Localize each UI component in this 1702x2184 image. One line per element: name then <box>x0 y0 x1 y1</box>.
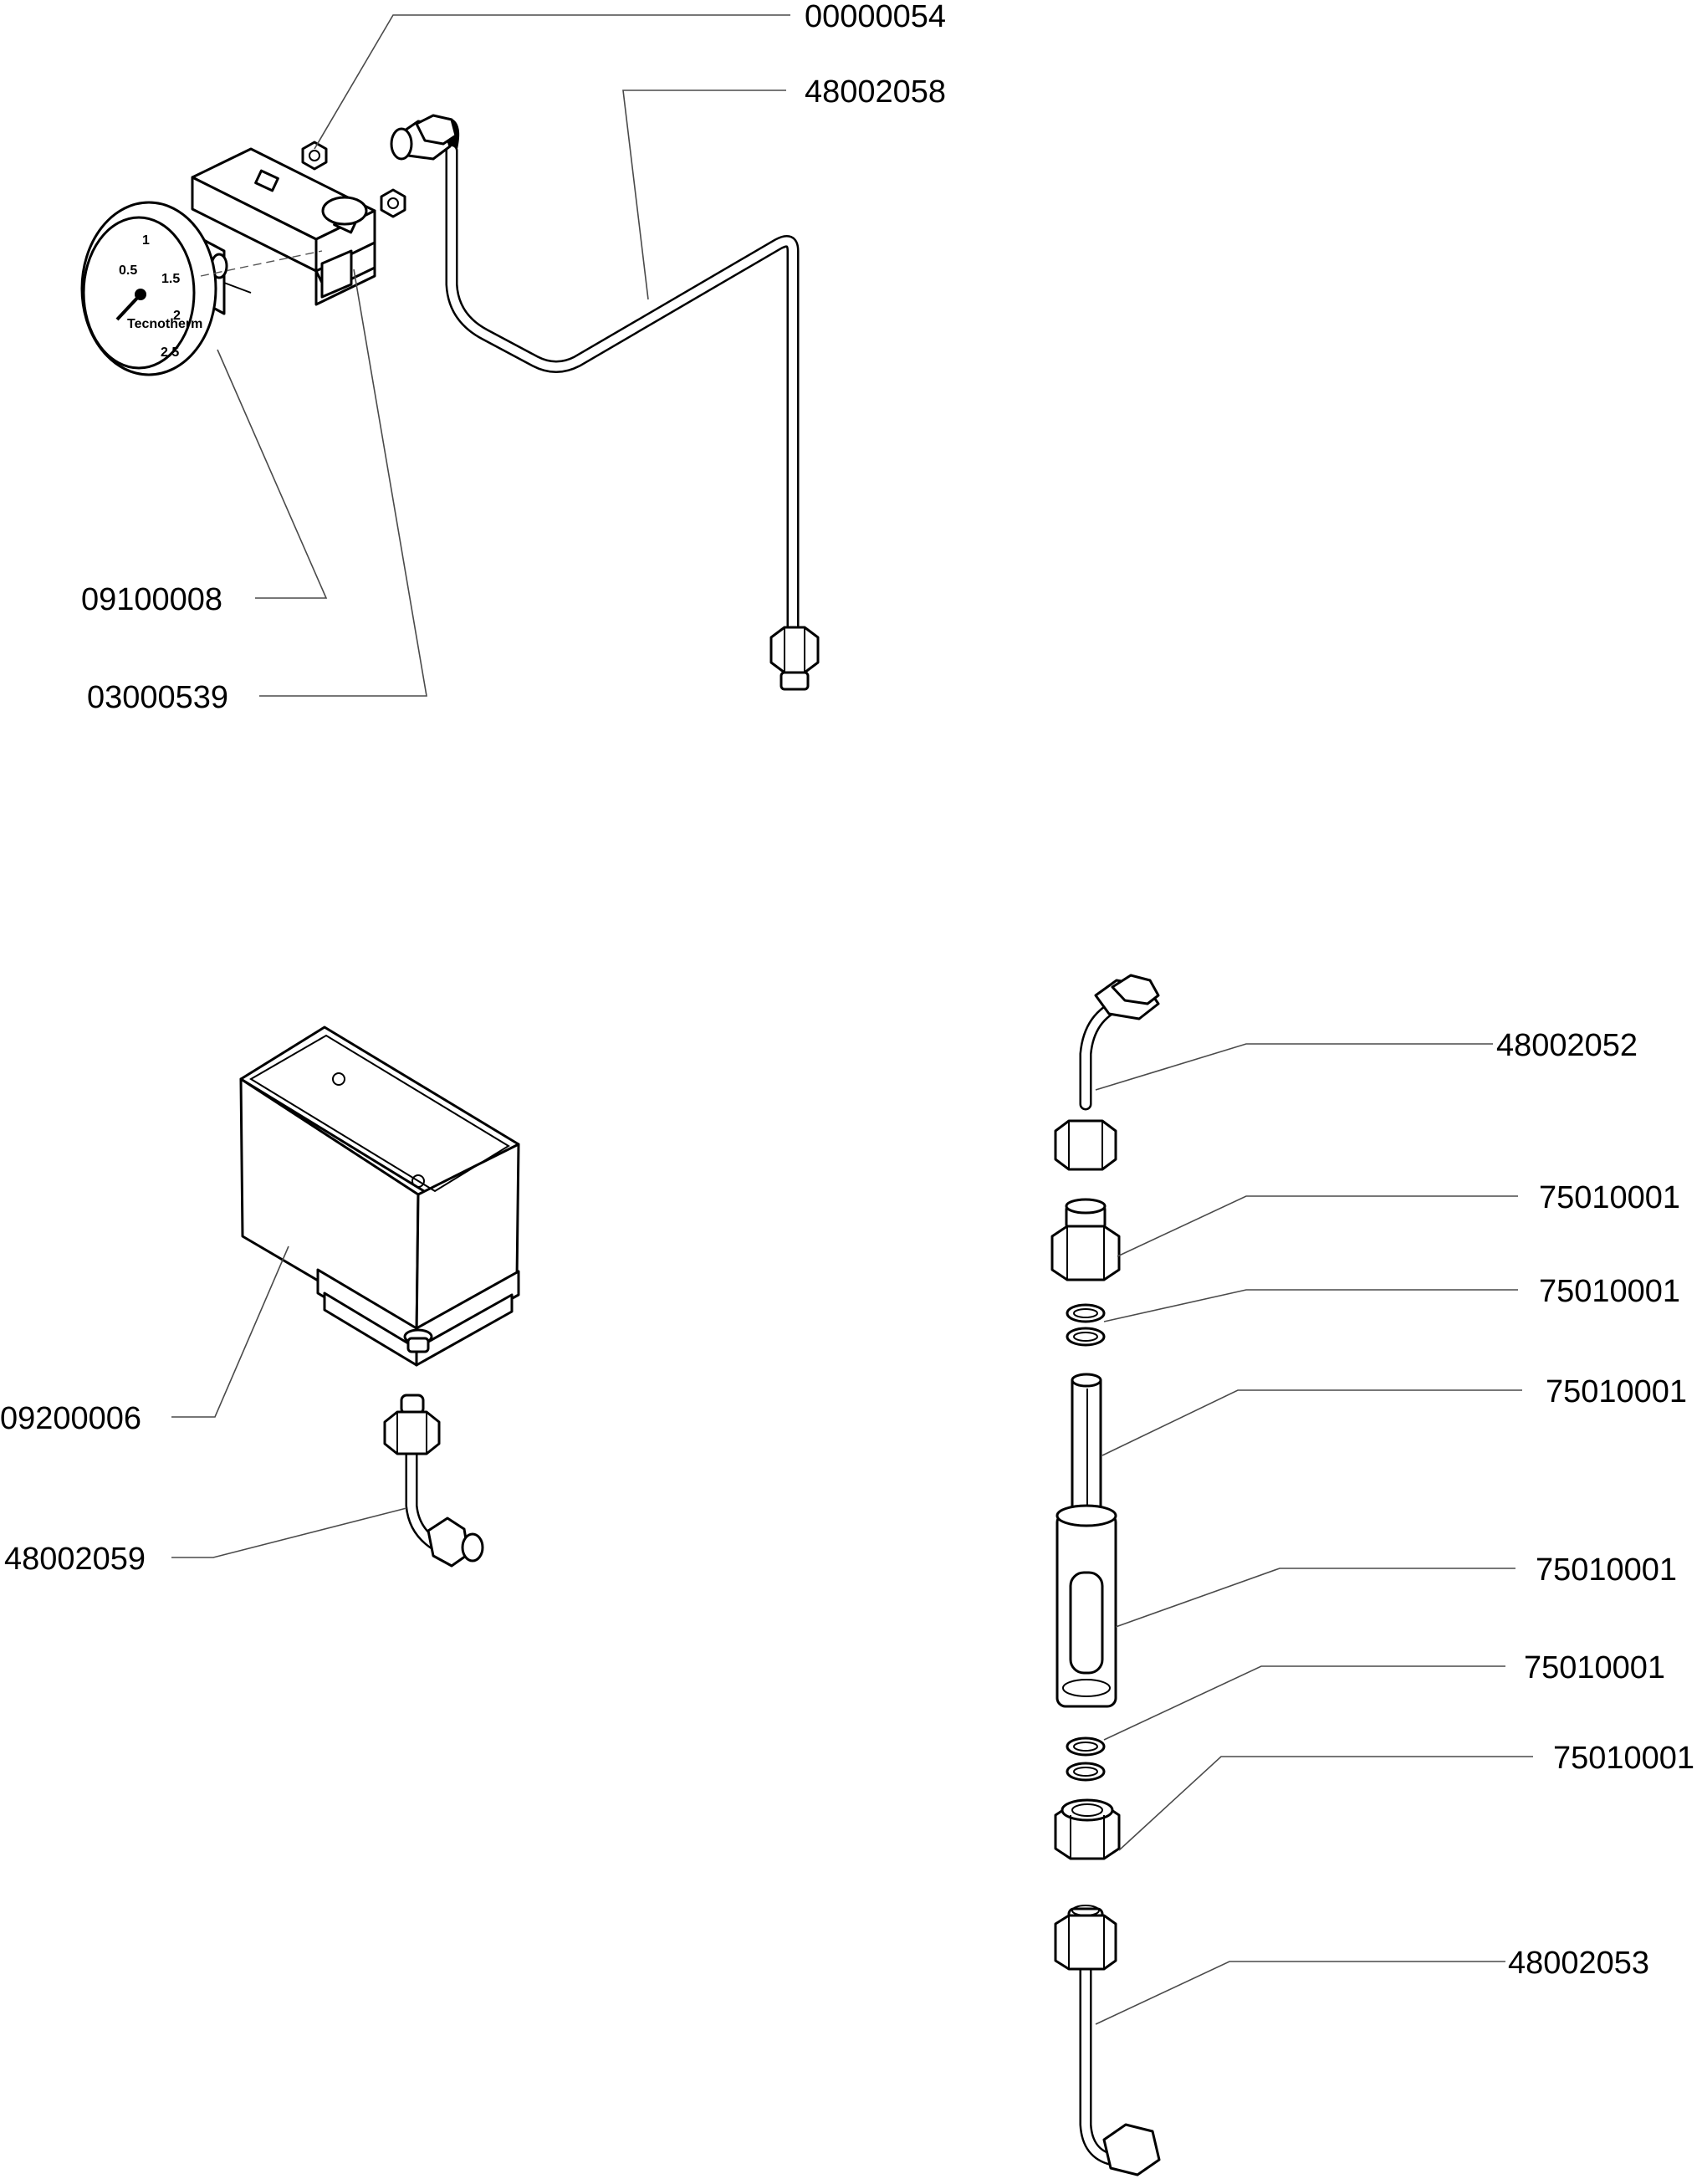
callout-75010001-e: 75010001 <box>1524 1650 1665 1685</box>
pressure-switch <box>239 1026 520 1367</box>
pipe-elbow-48002052 <box>1054 974 1160 1171</box>
o-ring-lower <box>1066 1736 1106 1782</box>
callout-03000539: 03000539 <box>87 680 228 715</box>
pipe-elbow-48002059 <box>383 1394 484 1568</box>
nut-small-a <box>301 141 328 171</box>
callout-09200006: 09200006 <box>0 1401 141 1436</box>
sight-glass-guard <box>1055 1504 1117 1708</box>
callout-48002052: 48002052 <box>1496 1028 1638 1063</box>
svg-text:1.5: 1.5 <box>161 272 180 286</box>
glass-tube <box>1071 1373 1102 1516</box>
svg-text:2.5: 2.5 <box>161 345 179 360</box>
svg-text:1: 1 <box>142 233 150 248</box>
svg-text:2: 2 <box>173 309 181 323</box>
fitting-nut <box>1050 1198 1121 1281</box>
callout-00000054: 00000054 <box>805 0 946 34</box>
svg-text:0.5: 0.5 <box>119 263 137 278</box>
callout-48002058: 48002058 <box>805 74 946 110</box>
callout-09100008: 09100008 <box>81 582 222 617</box>
leader-lines <box>171 14 1533 2025</box>
part-number-labels: 00000054 48002058 09100008 03000539 4800… <box>0 0 1694 1981</box>
callout-75010001-d: 75010001 <box>1536 1552 1677 1588</box>
callout-75010001-b: 75010001 <box>1539 1274 1680 1309</box>
o-ring-upper <box>1066 1303 1106 1347</box>
callout-75010001-a: 75010001 <box>1539 1180 1680 1215</box>
callout-48002053: 48002053 <box>1508 1946 1649 1981</box>
callout-48002059: 48002059 <box>4 1542 146 1577</box>
pressure-gauge: 1 1.5 0.5 2 2.5 Tecnotherm <box>80 201 252 376</box>
gauge-bracket <box>191 147 376 306</box>
fitting-nut-lower <box>1054 1798 1121 1860</box>
callout-75010001-c: 75010001 <box>1546 1374 1687 1409</box>
nut-small-b <box>380 188 406 218</box>
svg-text:Tecnotherm: Tecnotherm <box>127 317 202 331</box>
pipe-assembly-48002058 <box>390 114 820 691</box>
pipe-elbow-48002053 <box>1054 1905 1161 2176</box>
callout-75010001-f: 75010001 <box>1553 1741 1694 1776</box>
